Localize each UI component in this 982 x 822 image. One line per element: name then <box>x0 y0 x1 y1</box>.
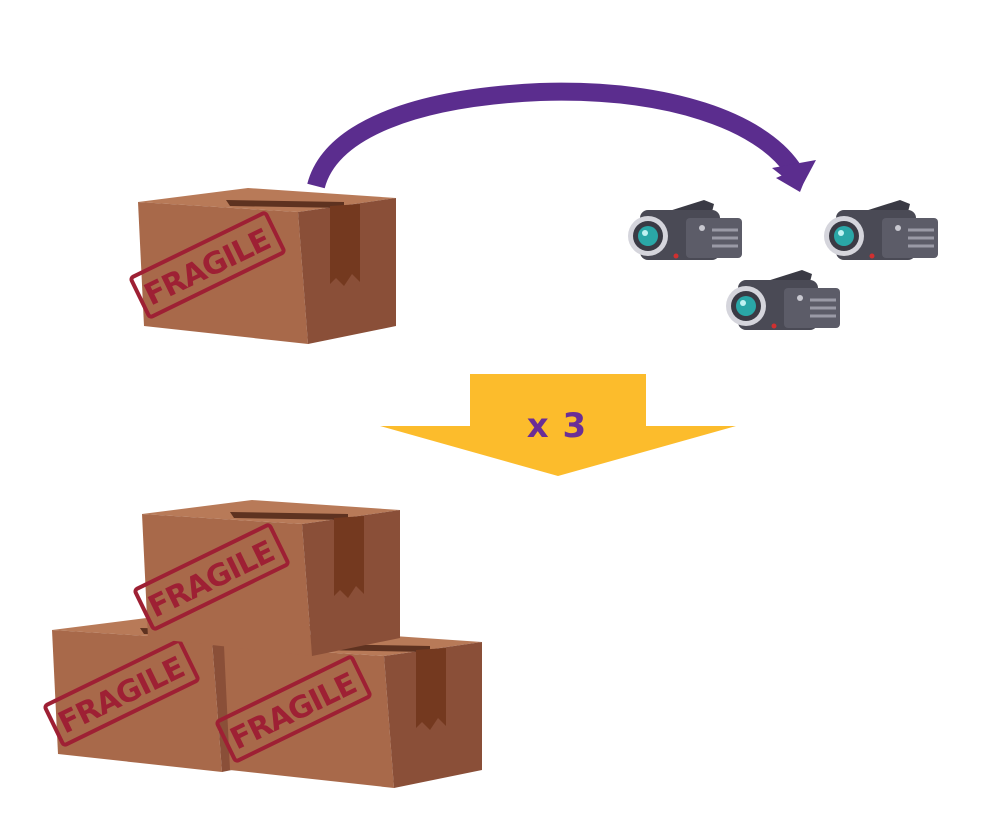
video-camera-icon <box>626 198 744 262</box>
video-camera-icon <box>822 198 940 262</box>
single-box <box>128 186 398 346</box>
curved-arrow <box>307 82 816 192</box>
multiplier-label: x 3 <box>526 406 588 446</box>
down-arrow <box>380 374 736 476</box>
stacked-box-bottom-right <box>214 630 484 790</box>
video-camera-icon <box>724 268 842 332</box>
stacked-box-top <box>132 498 402 658</box>
